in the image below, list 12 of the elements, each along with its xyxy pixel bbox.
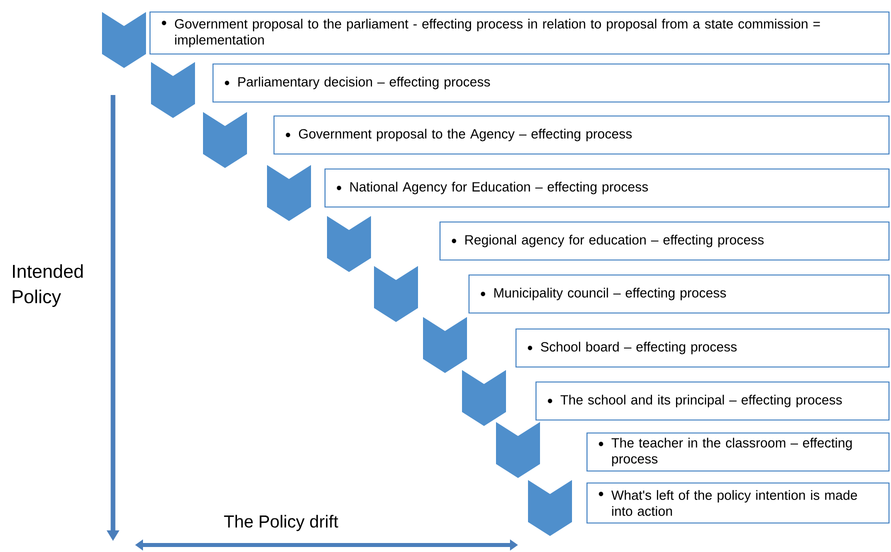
process-box: Parliamentary decision – effecting process: [212, 63, 890, 103]
process-box: What's left of the policy intention is made into action: [586, 482, 890, 524]
process-box: Regional agency for education – effecting process: [439, 221, 890, 261]
process-box: The teacher in the classroom – effecting process: [586, 432, 890, 472]
process-box: The school and its principal – effecting process: [535, 381, 890, 421]
process-box: National Agency for Education – effecting process: [324, 168, 890, 208]
process-box: Government proposal to the parliament - effecting process in relation to proposal from a state commission = implementation: [149, 11, 890, 55]
process-box: Municipality council – effecting process: [468, 274, 890, 314]
axis-label: The Policy drift: [224, 514, 338, 532]
process-box: Government proposal to the Agency – effecting process: [273, 115, 890, 155]
axis-label: Intended Policy: [12, 264, 83, 307]
process-box: School board – effecting process: [515, 328, 890, 368]
